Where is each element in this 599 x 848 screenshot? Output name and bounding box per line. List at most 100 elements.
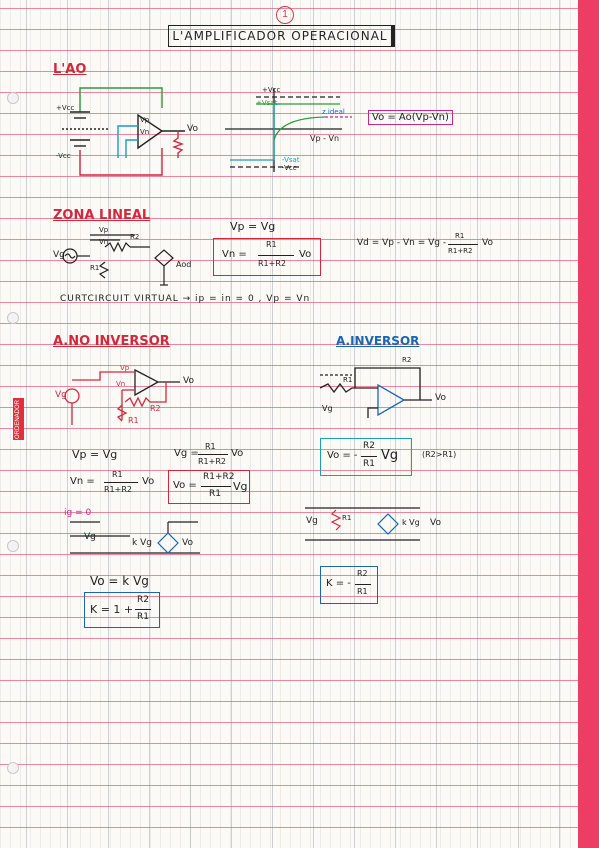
fraction-bar (355, 584, 371, 585)
ni-k-den: R1 (137, 612, 149, 622)
ni-eq3-rhs: Vo (231, 448, 244, 459)
ni-eq2-den: R1+R2 (104, 485, 132, 494)
zl-eq-vn-box: Vn = R1 R1+R2 Vo (213, 238, 321, 276)
ni-eq2-rhs: Vo (142, 476, 155, 487)
ni-boxed-lhs: Vo = (173, 480, 197, 491)
ni-eq1: Vp = Vg (72, 448, 118, 461)
ni-eq2-num: R1 (112, 470, 123, 479)
label-plus-vcc: +Vcc (56, 104, 75, 112)
fraction-bar (258, 255, 294, 256)
fraction-bar (361, 456, 377, 457)
no-inversor-model (70, 521, 200, 554)
graph-minus-vcc: -Vcc (282, 164, 297, 172)
zl-eq-vn-rhs: Vo (299, 249, 312, 260)
inv-k-lhs: K = - (326, 578, 351, 589)
graph-ao-ideal: z.ideal (322, 108, 345, 116)
zl-eq-vn-num: R1 (266, 240, 277, 249)
inv-boxed-lhs: Vo = - (327, 450, 358, 461)
ni-label-vg: Vg (55, 390, 67, 400)
section-heading-zona-lineal: ZONA LINEAL (53, 208, 151, 223)
binder-hole (7, 540, 19, 552)
binder-hole (7, 762, 19, 774)
ni-k-box: K = 1 + R2 R1 (84, 592, 160, 628)
inv-boxed-num: R2 (363, 441, 375, 451)
fraction-bar (104, 482, 138, 483)
inv-boxed-rhs: Vg (381, 448, 399, 463)
inversor-model (305, 507, 420, 541)
zl-eq-vn-lhs: Vn = (222, 249, 247, 260)
fraction-bar (201, 486, 231, 487)
zl-eq-vd-den: R1+R2 (448, 247, 473, 255)
zl-label-r1: R1 (90, 264, 100, 272)
inv-label-r2: R2 (402, 356, 412, 364)
inv-model-kvg: k Vg (402, 518, 420, 527)
graph-plus-vcc: +Vcc (262, 86, 281, 94)
ni-model-kvg: k Vg (132, 538, 152, 548)
zona-lineal-circuit (62, 234, 174, 286)
ni-eq2-lhs: Vn = (70, 476, 95, 487)
ni-label-r1: R1 (128, 416, 139, 425)
inv-model-r1: R1 (342, 514, 352, 522)
graph-plus-vsat: +Vsat (256, 99, 278, 107)
section-heading-ao: L'AO (53, 62, 87, 77)
zl-label-aod: Aod (176, 260, 192, 269)
ni-label-vo: Vo (183, 376, 194, 386)
ni-vo-eq: Vo = k Vg (90, 574, 149, 588)
label-vp: Vp (140, 116, 150, 124)
zl-label-vg: Vg (53, 250, 65, 260)
fraction-bar (198, 454, 228, 455)
inv-label-vo: Vo (435, 393, 446, 403)
ni-ig-label: ig = 0 (64, 508, 92, 518)
label-vo: Vo (187, 124, 198, 134)
zl-eq-vp: Vp = Vg (230, 220, 276, 233)
inv-label-r1: R1 (343, 376, 353, 384)
fraction-bar (135, 609, 151, 610)
transfer-graph (225, 88, 352, 172)
zl-eq-vn-den: R1+R2 (258, 259, 286, 268)
inv-boxed-eq: Vo = - R2 R1 Vg (320, 438, 412, 476)
ao-circuit (62, 87, 185, 176)
ni-model-vg: Vg (84, 532, 96, 542)
zl-label-vn: Vn (99, 238, 109, 246)
page-title: L'AMPLIFICADOR OPERACIONAL (168, 25, 395, 47)
zl-label-r2: R2 (130, 233, 140, 241)
binder-hole (7, 92, 19, 104)
ni-k-lhs: K = 1 + (90, 603, 134, 616)
inv-k-num: R2 (357, 569, 368, 578)
inv-note: (R2>R1) (422, 450, 457, 459)
ni-boxed-num: R1+R2 (203, 472, 235, 482)
fraction-bar (448, 244, 478, 245)
right-margin-strip (578, 0, 599, 848)
curtcircuit-virtual: CURTCIRCUIT VIRTUAL → ip = in = 0 , Vp =… (60, 294, 311, 304)
inv-boxed-den: R1 (363, 459, 375, 469)
binder-hole (7, 312, 19, 324)
zl-eq-vd-rhs: Vo (482, 238, 493, 248)
ni-label-vp: Vp (120, 364, 130, 372)
no-inversor-circuit (64, 368, 180, 425)
ni-boxed-eq: Vo = R1+R2 R1 Vg (168, 470, 250, 504)
section-heading-no-inversor: A.NO INVERSOR (53, 334, 170, 349)
label-minus-vcc: -Vcc (56, 152, 71, 160)
ao-gain-formula: Vo = Ao(Vp-Vn) (368, 110, 453, 125)
ni-label-r2: R2 (150, 404, 161, 413)
ni-eq3-lhs: Vg = (174, 448, 199, 459)
ni-label-vn: Vn (116, 380, 126, 388)
page-number: 1 (276, 6, 294, 24)
ni-eq3-num: R1 (205, 442, 216, 451)
inv-model-vo: Vo (430, 518, 441, 528)
inv-label-vg: Vg (322, 404, 333, 413)
zl-label-vp: Vp (99, 226, 109, 234)
zl-eq-vd: Vd = Vp - Vn = Vg - (357, 238, 447, 248)
ni-k-num: R2 (137, 595, 149, 605)
ni-boxed-den: R1 (209, 489, 221, 499)
zl-eq-vd-num: R1 (455, 232, 465, 240)
ni-boxed-rhs: Vg (233, 480, 248, 493)
graph-x-axis-label: Vp - Vn (310, 134, 340, 143)
inv-k-den: R1 (357, 587, 368, 596)
inv-model-vg: Vg (306, 516, 318, 526)
ni-eq3-den: R1+R2 (198, 457, 226, 466)
